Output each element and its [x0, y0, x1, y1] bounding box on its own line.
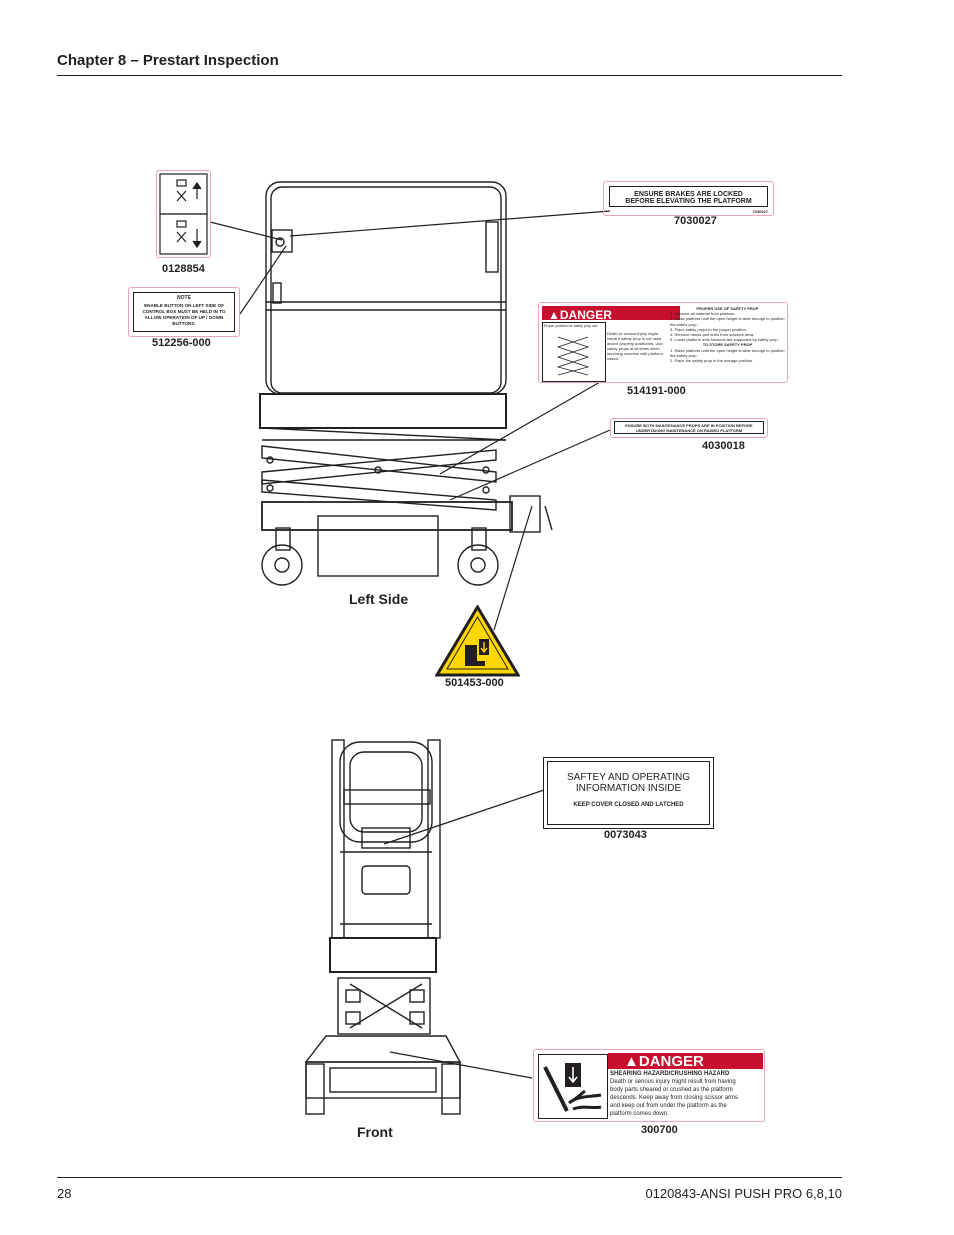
danger-banner: ▲DANGER [624, 1053, 704, 1070]
left-side-label: Left Side [349, 591, 409, 607]
crush-hazard-icon [434, 604, 521, 677]
chapter-title: Chapter 8 – Prestart Inspection [57, 52, 279, 69]
shearing-text: and keep out from under the platform as … [610, 1103, 727, 1109]
part-number: 501453-000 [445, 677, 504, 689]
store-prop-step: 1. Raise platform until the open height … [670, 347, 785, 358]
shearing-text: Death or serious injury might result fro… [610, 1079, 736, 1085]
store-prop-step: 2. Place the safety prop in the storage … [670, 358, 754, 364]
footer-rule [57, 1177, 842, 1178]
front-drawing [304, 739, 462, 1115]
page-number: 28 [57, 1186, 72, 1201]
note-text: ENABLE BUTTON ON LEFT SIDE OF CONTROL BO… [142, 303, 226, 326]
proper-use-step: 1. Remove all material from platform. [670, 311, 736, 317]
decal-0073043: SAFTEY AND OPERATING INFORMATION INSIDE … [543, 757, 714, 829]
maintenance-props-line1: ENSURE BOTH MAINTENANCE PROPS ARE IN POS… [625, 423, 753, 428]
safety-info-line2: INFORMATION INSIDE [575, 783, 682, 794]
shearing-heading: SHEARING HAZARD/CRUSHING HAZARD [610, 1071, 730, 1077]
part-number: 0128854 [162, 263, 205, 275]
part-number: 4030018 [702, 440, 745, 452]
shearing-text: descends. Keep away from closing scissor… [610, 1095, 739, 1101]
shearing-text: platform comes down. [610, 1111, 669, 1117]
decal-501453-000 [434, 604, 521, 677]
proper-use-step: 2. Raise platform until the open height … [670, 316, 785, 327]
decal-7030027: ENSURE BRAKES ARE LOCKED BEFORE ELEVATIN… [603, 181, 774, 216]
decal-514191-000: ▲DANGER Proper position for safety prop … [538, 302, 788, 383]
decal-300700: ▲DANGER SHEARING HAZARD/CRUSHING HAZARD … [533, 1049, 765, 1122]
proper-use-step: 4. Remove hands and arms from scissors a… [670, 332, 755, 338]
leader-lines [209, 210, 611, 1079]
part-number: 7030027 [674, 215, 717, 227]
shearing-hazard-icon [543, 1063, 602, 1112]
part-number: 512256-000 [152, 337, 211, 349]
decal-code: 7030027 [752, 209, 768, 214]
up-down-arrows-icon [159, 173, 208, 255]
shearing-text: body parts sheared or crushed as the pla… [610, 1087, 733, 1093]
left-side-drawing [259, 181, 553, 586]
store-prop-heading: TO STORE SAFETY PROP [702, 342, 753, 348]
document-id: 0120843-ANSI PUSH PRO 6,8,10 [645, 1186, 842, 1201]
front-label: Front [357, 1124, 393, 1140]
safety-prop-warning: Death or serious injury might result if … [607, 331, 663, 361]
proper-use-heading: PROPER USE OF SAFETY PROP [696, 306, 759, 311]
brakes-warning-line2: BEFORE ELEVATING THE PLATFORM [625, 198, 752, 205]
part-number: 300700 [641, 1124, 678, 1136]
brakes-warning-line1: ENSURE BRAKES ARE LOCKED [634, 191, 743, 198]
safety-info-line1: SAFTEY AND OPERATING [567, 772, 690, 783]
proper-use-step: 3. Place safety props in the proper posi… [670, 326, 747, 332]
safety-prop-icon [556, 336, 590, 376]
note-title: NOTE [177, 295, 191, 301]
header-rule [57, 75, 842, 76]
maintenance-props-line2: UNDERTAKING MAINTENANCE ON RAISED PLATFO… [635, 428, 743, 433]
part-number: 514191-000 [627, 385, 686, 397]
proper-use-step: 5. Lower platform until fulcrums are sup… [670, 337, 779, 343]
part-number: 0073043 [604, 829, 647, 841]
danger-banner: ▲DANGER [548, 308, 612, 322]
keep-cover-closed: KEEP COVER CLOSED AND LATCHED [573, 802, 684, 808]
inset-caption: Proper position for safety prop use [544, 324, 598, 328]
decal-0128854 [156, 170, 211, 258]
decal-512256-000: NOTE ENABLE BUTTON ON LEFT SIDE OF CONTR… [128, 287, 240, 337]
decal-4030018: ENSURE BOTH MAINTENANCE PROPS ARE IN POS… [610, 418, 768, 438]
